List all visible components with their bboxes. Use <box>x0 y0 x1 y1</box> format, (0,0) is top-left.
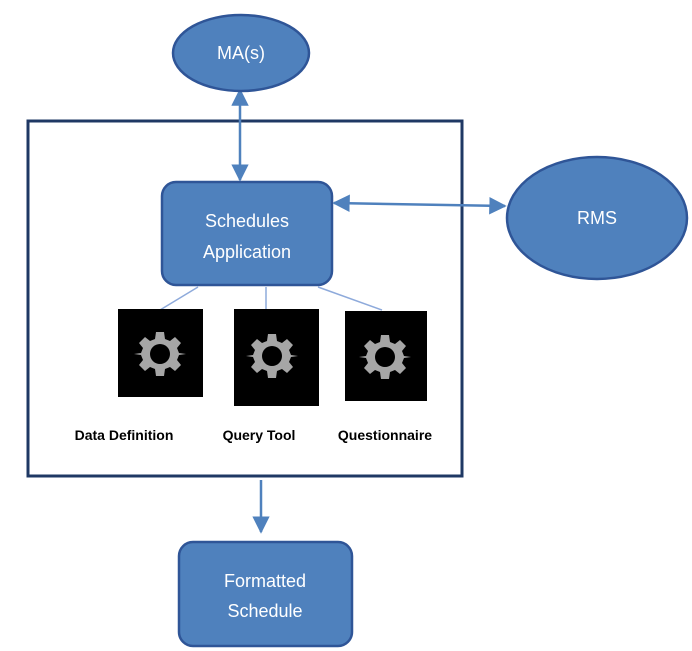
tool-label-query-tool: Query Tool <box>223 427 296 443</box>
tool-questionnaire: Questionnaire <box>338 311 432 443</box>
rms-label: RMS <box>577 208 617 228</box>
formatted-schedule-line2: Schedule <box>227 601 302 621</box>
arrow-schedules-to-rms <box>332 194 507 215</box>
connector-questionnaire <box>317 286 383 311</box>
schedules-application-node: Schedules Application <box>160 180 334 287</box>
ma-node: MA(s) <box>171 13 311 93</box>
schedules-app-line2: Application <box>203 242 291 262</box>
formatted-schedule-line1: Formatted <box>224 571 306 591</box>
tool-query-tool: Query Tool <box>223 309 319 443</box>
formatted-schedule-node: Formatted Schedule <box>177 540 354 648</box>
tool-label-questionnaire: Questionnaire <box>338 427 432 443</box>
system-boundary-box <box>26 119 464 478</box>
tool-label-data-definition: Data Definition <box>75 427 174 443</box>
connector-data-definition <box>159 286 199 311</box>
ma-label: MA(s) <box>217 43 265 63</box>
tool-data-definition: Data Definition <box>75 309 203 443</box>
schedules-app-line1: Schedules <box>205 211 289 231</box>
rms-node: RMS <box>505 155 689 281</box>
